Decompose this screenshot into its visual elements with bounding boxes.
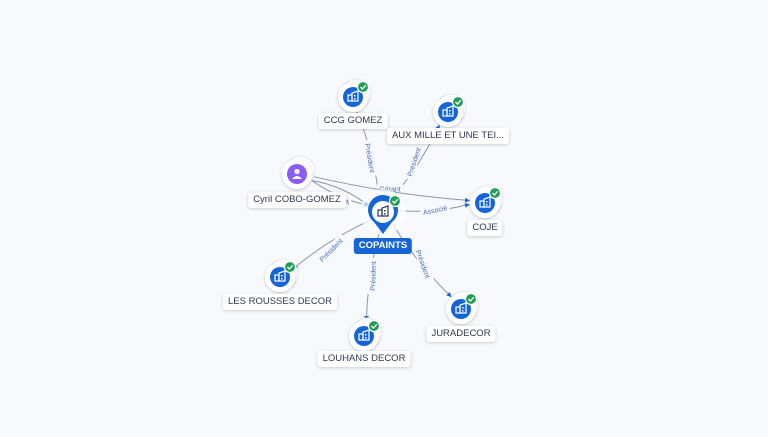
node-louhans[interactable] bbox=[349, 317, 383, 351]
person-icon bbox=[292, 168, 302, 179]
node-ccg[interactable] bbox=[338, 78, 372, 112]
node-label-aux[interactable]: AUX MILLE ET UNE TEI... bbox=[386, 128, 510, 144]
node-label-cyril[interactable]: Cyril COBO-GOMEZ bbox=[248, 192, 346, 208]
verified-check-icon bbox=[283, 260, 297, 274]
edge-label: Associé bbox=[422, 205, 448, 217]
node-jura[interactable] bbox=[446, 290, 480, 324]
node-rousses[interactable] bbox=[265, 258, 299, 292]
node-aux[interactable] bbox=[433, 93, 467, 127]
edge-label: A bbox=[344, 199, 351, 207]
node-label-louhans[interactable]: LOUHANS DECOR bbox=[317, 351, 411, 367]
building-icon bbox=[455, 302, 467, 314]
building-icon bbox=[479, 196, 491, 208]
verified-check-icon bbox=[367, 319, 381, 333]
node-label-rousses[interactable]: LES ROUSSES DECOR bbox=[223, 294, 337, 310]
verified-check-icon bbox=[388, 194, 402, 208]
building-icon bbox=[358, 329, 370, 341]
node-label-ccg[interactable]: CCG GOMEZ bbox=[318, 113, 388, 129]
verified-check-icon bbox=[464, 292, 478, 306]
edge-label: Président bbox=[319, 238, 345, 264]
node-label-jura[interactable]: JURADECOR bbox=[426, 326, 496, 342]
node-label-center[interactable]: COPAINTS bbox=[353, 238, 413, 254]
edge-center-rousses[interactable] bbox=[292, 220, 370, 269]
edge-label: Président bbox=[370, 261, 378, 291]
building-icon bbox=[347, 90, 359, 102]
building-icon bbox=[442, 105, 454, 117]
edge-label: Gérant bbox=[379, 187, 400, 194]
node-label-coje[interactable]: COJE bbox=[467, 220, 503, 236]
node-coje[interactable] bbox=[470, 184, 504, 218]
verified-check-icon bbox=[488, 186, 502, 200]
building-icon bbox=[377, 205, 389, 217]
verified-check-icon bbox=[356, 80, 370, 94]
node-center[interactable] bbox=[360, 189, 406, 235]
building-icon bbox=[274, 270, 286, 282]
node-cyril[interactable] bbox=[282, 155, 316, 189]
verified-check-icon bbox=[451, 95, 465, 109]
